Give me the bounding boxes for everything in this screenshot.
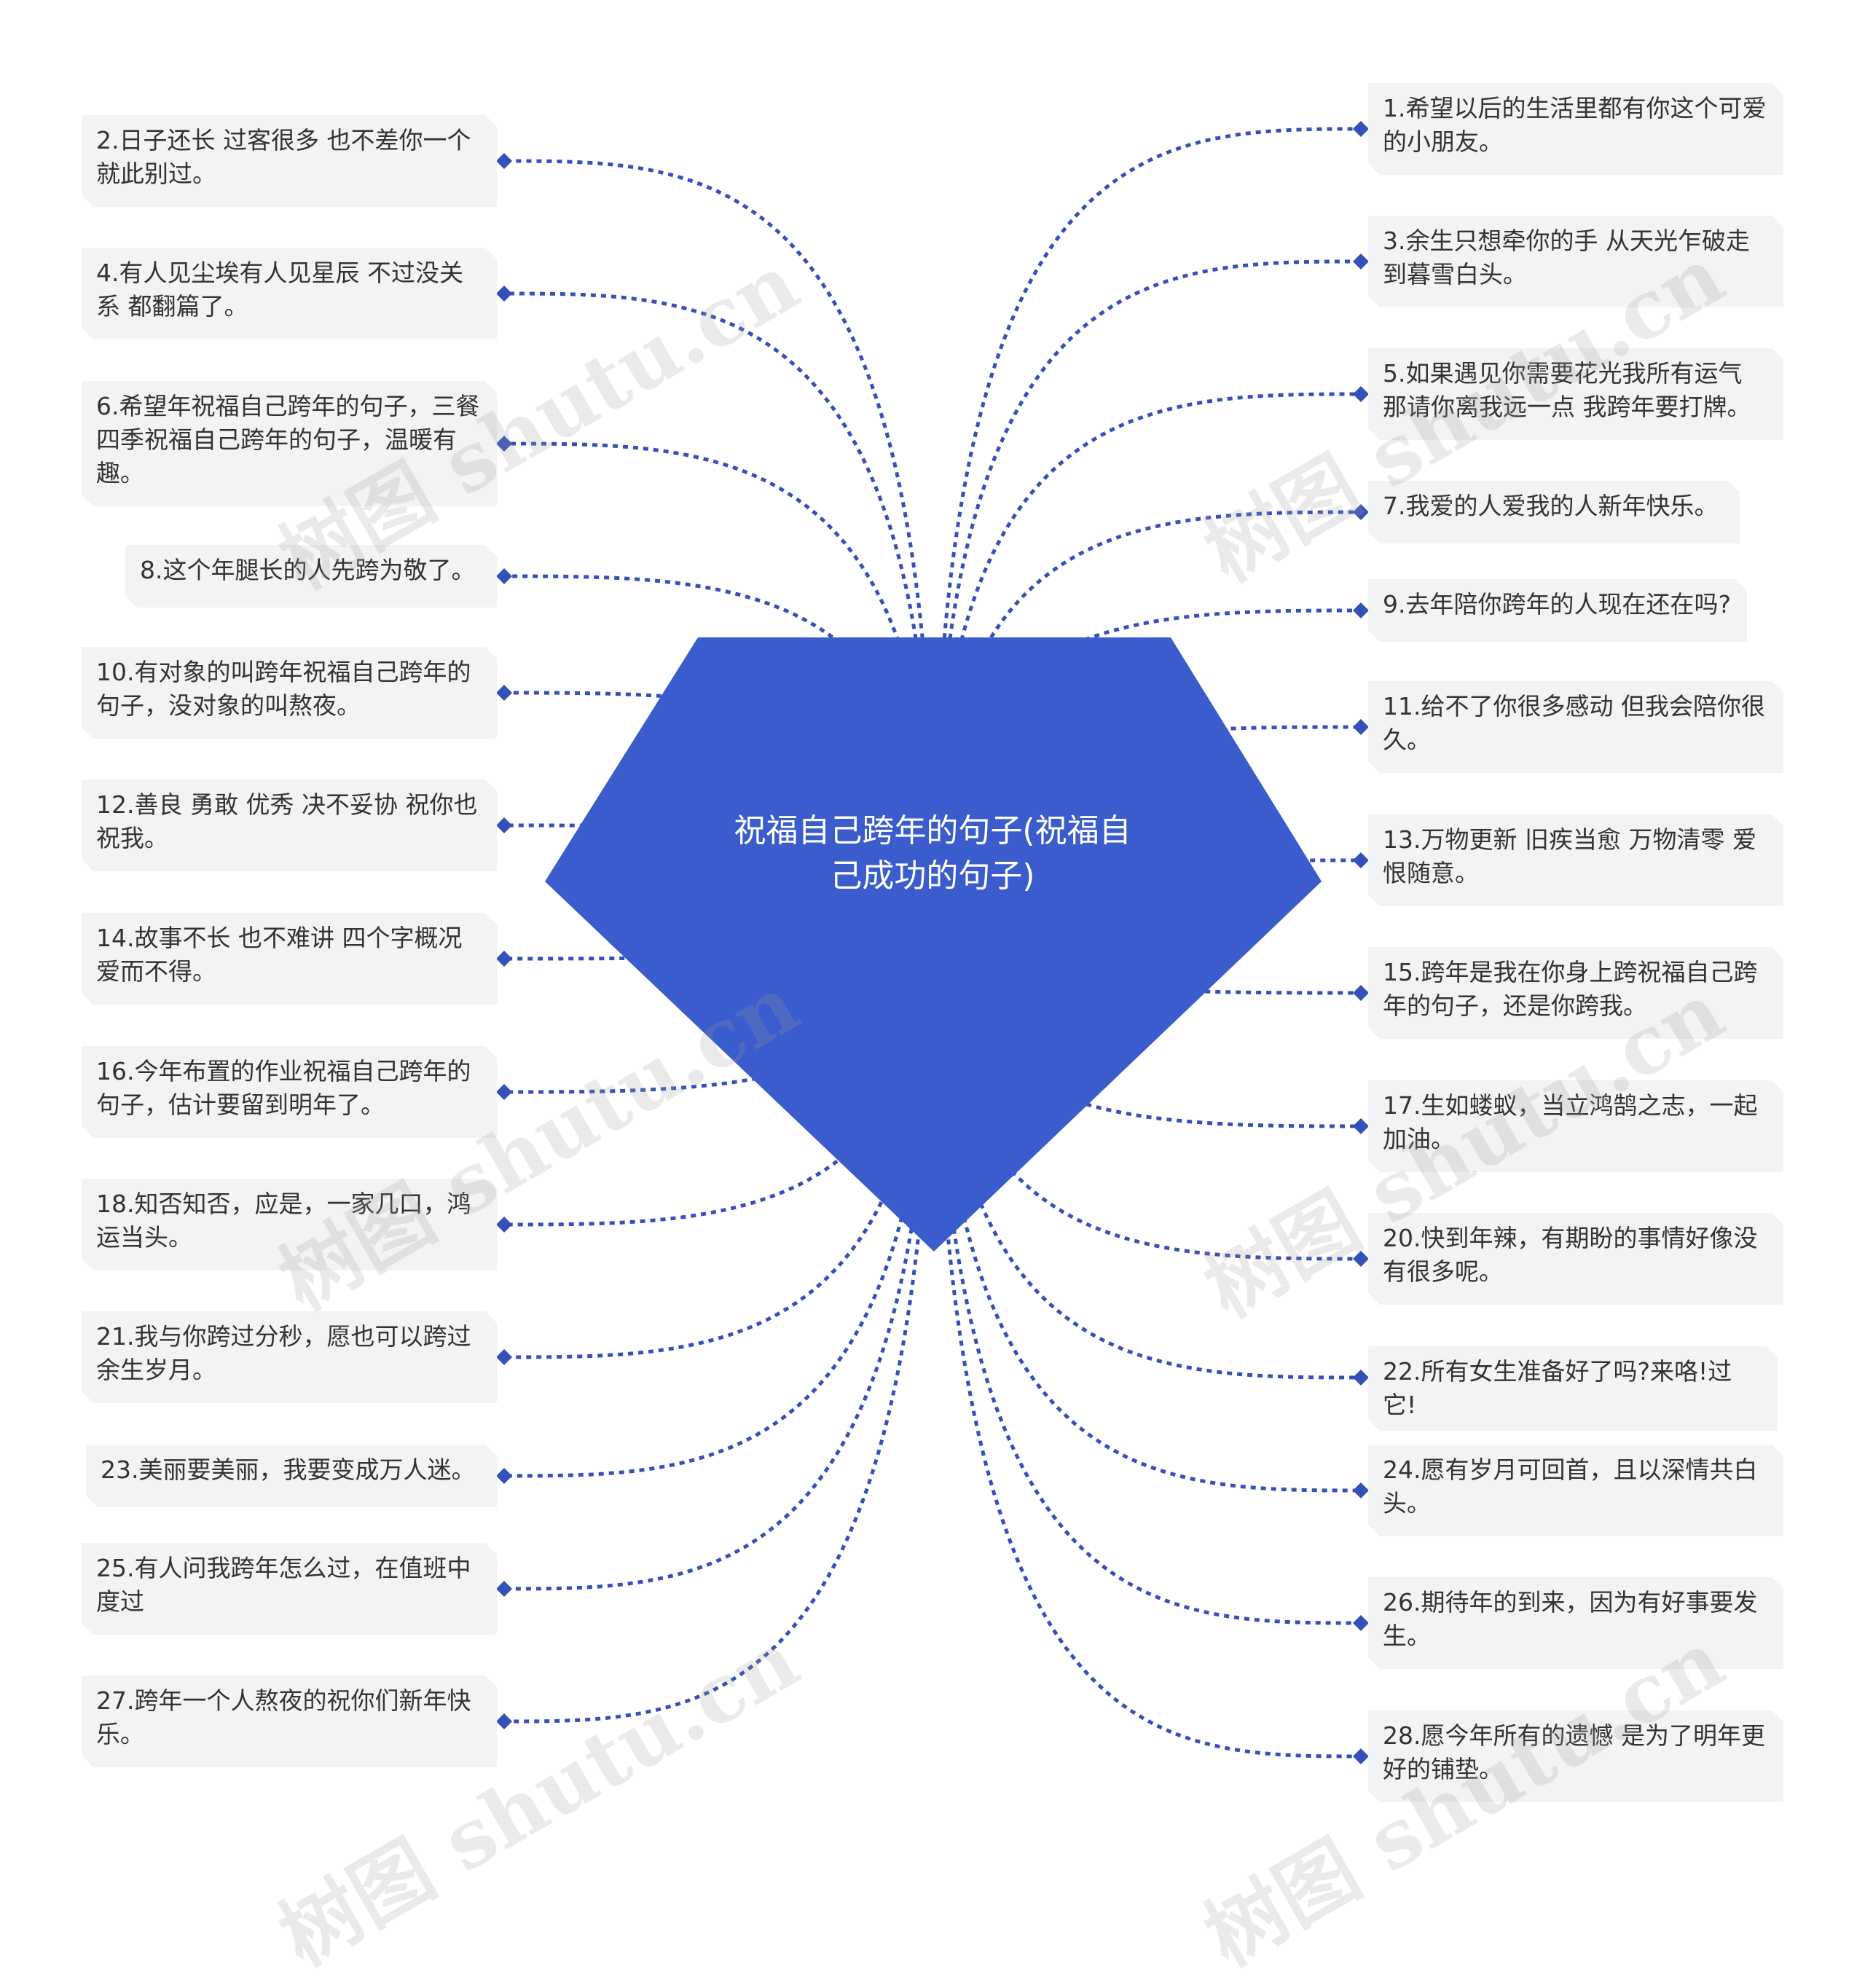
link-endpoint-marker bbox=[496, 1084, 512, 1100]
right-branch-node[interactable]: 26.期待年的到来，因为有好事要发生。 bbox=[1368, 1577, 1783, 1669]
branch-link bbox=[932, 127, 1362, 904]
link-endpoint-marker bbox=[496, 436, 512, 452]
right-branch-node[interactable]: 5.如果遇见你需要花光我所有运气 那请你离我远一点 我跨年要打牌。 bbox=[1368, 348, 1783, 440]
left-branch-node[interactable]: 8.这个年腿长的人先跨为敬了。 bbox=[125, 545, 497, 608]
link-endpoint-marker bbox=[1353, 719, 1369, 735]
right-branch-node[interactable]: 3.余生只想牵你的手 从天光乍破走到暮雪白头。 bbox=[1368, 216, 1783, 307]
left-branch-node[interactable]: 18.知否知否，应是，一家几口，鸿运当头。 bbox=[82, 1179, 497, 1270]
right-branch-node[interactable]: 28.愿今年所有的遗憾 是为了明年更好的铺垫。 bbox=[1368, 1710, 1783, 1802]
link-endpoint-marker bbox=[496, 1581, 512, 1597]
branch-link bbox=[932, 510, 1362, 904]
left-branch-node[interactable]: 4.有人见尘埃有人见星辰 不过没关系 都翻篇了。 bbox=[82, 248, 497, 339]
link-endpoint-marker bbox=[1353, 1251, 1369, 1267]
left-branch-node[interactable]: 16.今年布置的作业祝福自己跨年的句子，估计要留到明年了。 bbox=[82, 1046, 497, 1138]
right-branch-node[interactable]: 15.跨年是我在你身上跨祝福自己跨年的句子，还是你跨我。 bbox=[1368, 947, 1783, 1039]
right-branch-node[interactable]: 7.我爱的人爱我的人新年快乐。 bbox=[1368, 481, 1740, 543]
link-endpoint-marker bbox=[1353, 1118, 1369, 1134]
link-endpoint-marker bbox=[496, 951, 512, 967]
right-branch-node[interactable]: 22.所有女生准备好了吗?来咯!过它! bbox=[1368, 1346, 1778, 1431]
link-endpoint-marker bbox=[1353, 504, 1369, 520]
link-endpoint-marker bbox=[1353, 1615, 1369, 1631]
branch-link bbox=[932, 903, 1362, 1380]
right-branch-node[interactable]: 11.给不了你很多感动 但我会陪你很久。 bbox=[1368, 681, 1783, 773]
branch-link bbox=[503, 159, 936, 904]
link-endpoint-marker bbox=[1353, 985, 1369, 1001]
left-branch-node[interactable]: 14.故事不长 也不难讲 四个字概况爱而不得。 bbox=[82, 913, 497, 1005]
right-branch-node[interactable]: 1.希望以后的生活里都有你这个可爱的小朋友。 bbox=[1368, 83, 1783, 175]
branch-link bbox=[503, 903, 936, 1591]
link-endpoint-marker bbox=[1353, 1748, 1369, 1764]
mindmap-links bbox=[496, 121, 1369, 1764]
left-branch-node[interactable]: 25.有人问我跨年怎么过，在值班中度过 bbox=[82, 1543, 497, 1635]
link-endpoint-marker bbox=[1353, 1370, 1369, 1386]
link-endpoint-marker bbox=[496, 1468, 512, 1484]
link-endpoint-marker bbox=[1353, 121, 1369, 137]
right-branch-node[interactable]: 13.万物更新 旧疾当愈 万物清零 爱恨随意。 bbox=[1368, 814, 1783, 906]
link-endpoint-marker bbox=[496, 568, 512, 584]
left-branch-node[interactable]: 2.日子还长 过客很多 也不差你一个 就此别过。 bbox=[82, 115, 497, 207]
left-branch-node[interactable]: 21.我与你跨过分秒，愿也可以跨过余生岁月。 bbox=[82, 1311, 497, 1403]
right-branch-node[interactable]: 20.快到年辣，有期盼的事情好像没有很多呢。 bbox=[1368, 1213, 1783, 1305]
link-endpoint-marker bbox=[496, 1217, 512, 1233]
link-endpoint-marker bbox=[496, 1713, 512, 1729]
link-endpoint-marker bbox=[496, 153, 512, 169]
right-branch-node[interactable]: 24.愿有岁月可回首，且以深情共白头。 bbox=[1368, 1445, 1783, 1536]
right-branch-node[interactable]: 17.生如蝼蚁，当立鸿鹄之志，一起加油。 bbox=[1368, 1080, 1783, 1172]
center-diamond-shape bbox=[545, 637, 1322, 1252]
link-endpoint-marker bbox=[1353, 254, 1369, 270]
left-branch-node[interactable]: 6.希望年祝福自己跨年的句子，三餐四季祝福自己跨年的句子，温暖有趣。 bbox=[82, 381, 497, 506]
branch-link bbox=[503, 291, 936, 904]
link-endpoint-marker bbox=[1353, 852, 1369, 868]
link-endpoint-marker bbox=[1353, 602, 1369, 618]
left-branch-node[interactable]: 12.善良 勇敢 优秀 决不妥协 祝你也祝我。 bbox=[82, 779, 497, 871]
link-endpoint-marker bbox=[1353, 1482, 1369, 1498]
branch-link bbox=[503, 903, 936, 1227]
link-endpoint-marker bbox=[496, 1349, 512, 1365]
link-endpoint-marker bbox=[496, 817, 512, 833]
left-branch-node[interactable]: 10.有对象的叫跨年祝福自己跨年的句子，没对象的叫熬夜。 bbox=[82, 647, 497, 739]
link-endpoint-marker bbox=[1353, 386, 1369, 402]
center-topic[interactable]: 祝福自己跨年的句子(祝福自己成功的句子) bbox=[734, 812, 1131, 895]
link-endpoint-marker bbox=[496, 685, 512, 701]
left-branch-node[interactable]: 23.美丽要美丽，我要变成万人迷。 bbox=[86, 1445, 497, 1507]
link-endpoint-marker bbox=[496, 286, 512, 302]
branch-link bbox=[503, 903, 936, 1478]
right-branch-node[interactable]: 9.去年陪你跨年的人现在还在吗? bbox=[1368, 579, 1747, 642]
left-branch-node[interactable]: 27.跨年一个人熬夜的祝你们新年快乐。 bbox=[82, 1675, 497, 1767]
branch-link bbox=[503, 903, 936, 1359]
